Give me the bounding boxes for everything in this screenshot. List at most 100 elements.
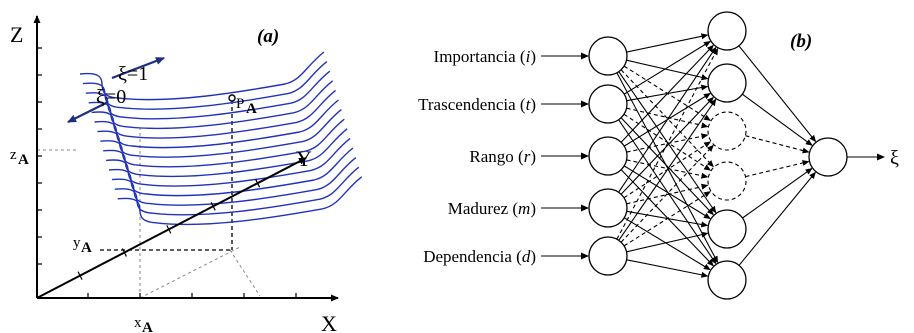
input-hidden-connection [626, 231, 709, 253]
x-axis-label: X [321, 311, 337, 333]
panel-b-neural-network: (b) Importancia (i)Trascendencia (t)Rang… [418, 11, 899, 300]
input-hidden-connection [620, 117, 714, 216]
input-hidden-connection [618, 46, 717, 193]
y-axis-tick [121, 248, 127, 257]
input-variable: i [526, 47, 531, 66]
output-label: ξ [890, 147, 899, 169]
input-paren: ) [530, 247, 536, 266]
hidden-neuron [707, 111, 747, 151]
input-name: Dependencia ( [423, 247, 522, 266]
input-hidden-connection [626, 33, 709, 53]
input-hidden-connection [626, 259, 709, 278]
y-a-letter: y [73, 235, 81, 251]
hidden-output-connection [741, 93, 813, 146]
x-floor-guide [139, 246, 241, 299]
input-paren: ) [530, 199, 536, 218]
xi-zero-label: ξ=0 [96, 86, 126, 108]
input-variable: r [524, 147, 531, 166]
surface-curve [103, 128, 348, 178]
y-axis-label: Y [296, 146, 312, 171]
input-paren: ) [530, 47, 536, 66]
panel-a-surface-plot: (a) Z X Y ξ=1 ξ=0 z A y A x A P A [10, 15, 363, 333]
input-label: Trascendencia (t) [418, 95, 536, 114]
input-label: Rango (r) [469, 147, 536, 166]
hidden-output-connection [738, 171, 816, 266]
surface-curve [97, 109, 342, 158]
input-name: Trascendencia ( [418, 95, 526, 114]
xi-one-arrow [111, 56, 165, 80]
input-hidden-connection [620, 96, 714, 195]
input-labels: Importancia (i)Trascendencia (t)Rango (r… [418, 47, 536, 266]
y-axis [36, 157, 307, 299]
hidden-output-connection [745, 160, 810, 178]
surface-curve [94, 99, 339, 149]
surface-curve [111, 157, 357, 206]
p-a-subscript: A [246, 101, 257, 117]
point-p-marker [228, 94, 236, 102]
y-axis-tick [77, 271, 83, 280]
input-hidden-connection [623, 40, 711, 95]
input-neuron [588, 236, 628, 276]
y-axis-tick [166, 225, 172, 234]
surface-curve [106, 137, 351, 187]
input-variable: m [518, 199, 530, 218]
xi-zero-arrow [67, 101, 109, 123]
output-neuron [808, 137, 848, 177]
surface-curve [100, 118, 345, 168]
input-label: Madurez (m) [448, 199, 536, 218]
surface-curve [79, 51, 325, 101]
panel-b-label: (b) [790, 31, 812, 52]
hidden-output-connection [745, 135, 810, 154]
axis-ticks [37, 47, 297, 298]
input-hidden-connection [618, 119, 717, 265]
input-arrows [541, 52, 589, 260]
z-axis-label: Z [10, 22, 23, 47]
input-hidden-connection [626, 59, 709, 81]
hidden-output-connection [738, 45, 817, 143]
hidden-neuron [707, 209, 747, 249]
hidden-neuron [707, 63, 747, 103]
hidden-output-connection [742, 168, 813, 219]
x-a-letter: x [134, 315, 142, 331]
input-hidden-connection [620, 44, 714, 143]
surface-curve [88, 80, 334, 130]
input-name: Rango ( [469, 147, 524, 166]
p-a-letter: P [236, 96, 244, 112]
surface-curve [91, 89, 337, 139]
z-a-label: z A [10, 147, 29, 168]
network-neurons [588, 11, 848, 300]
y-axis-tick [210, 202, 216, 211]
y-a-label: y A [73, 235, 92, 256]
network-connections [616, 33, 817, 278]
y-a-subscript: A [81, 240, 92, 256]
z-a-letter: z [10, 147, 17, 163]
panel-a-label: (a) [257, 26, 279, 47]
y-floor-guide [229, 249, 261, 297]
surface-curve [114, 166, 360, 216]
input-hidden-connection [620, 144, 714, 243]
surface-curves [79, 51, 363, 226]
x-a-label: x A [134, 315, 153, 333]
input-variable: d [522, 247, 531, 266]
input-hidden-connection [616, 47, 719, 240]
surface-curve [117, 176, 363, 226]
hidden-neuron [707, 161, 747, 201]
hidden-neuron [707, 260, 747, 300]
xi-one-label: ξ=1 [118, 63, 148, 85]
input-label: Dependencia (d) [423, 247, 536, 266]
input-neuron [588, 84, 628, 124]
surface-curve [108, 147, 354, 197]
input-name: Importancia ( [434, 47, 526, 66]
input-label: Importancia (i) [434, 47, 536, 66]
input-neuron [588, 36, 628, 76]
hidden-neuron [707, 11, 747, 51]
x-a-subscript: A [142, 320, 153, 333]
input-hidden-connection [623, 165, 711, 220]
input-neuron [588, 188, 628, 228]
input-paren: ) [530, 95, 536, 114]
input-name: Madurez ( [448, 199, 519, 218]
input-paren: ) [530, 147, 536, 166]
input-neuron [588, 136, 628, 176]
input-hidden-connection [620, 69, 714, 168]
